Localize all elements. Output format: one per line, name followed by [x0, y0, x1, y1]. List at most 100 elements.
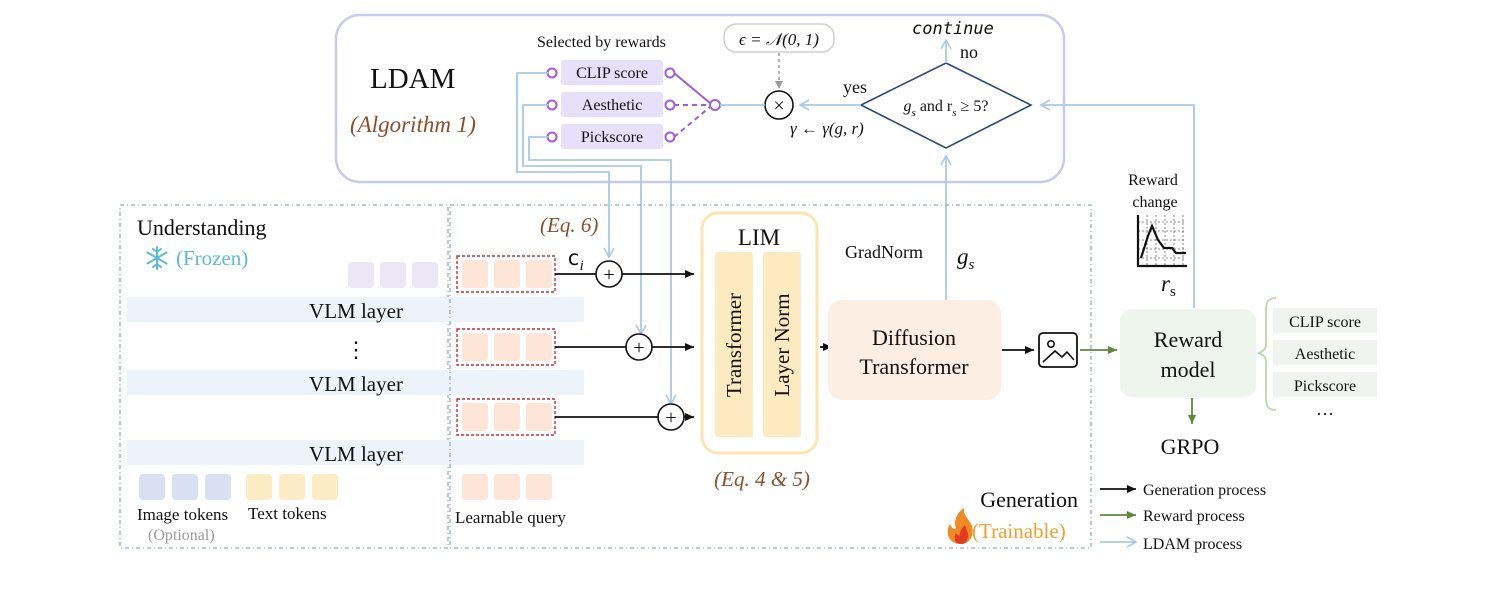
query-token [526, 474, 552, 500]
adder-symbol: + [603, 264, 614, 286]
vlm-layer-bar [127, 440, 584, 465]
ldam-reward-chip-aesthetic [561, 92, 663, 117]
gamma-update-label: γ ← γ(g, r) [790, 119, 864, 138]
learnable-query-group-3 [456, 398, 556, 436]
ldam-reward-chip-pickscore [561, 124, 663, 149]
vlm-layer-label: VLM layer [309, 442, 403, 466]
selected-by-rewards-label: Selected by rewards [537, 34, 666, 51]
image-icon [1038, 332, 1078, 368]
token-placeholder [412, 262, 438, 288]
ldam-module: LDAM (Algorithm 1) Selected by rewards C… [334, 13, 1066, 184]
lim-layernorm-block [763, 252, 801, 437]
generation-panel: (Eq. 6) ci Learnable query + [449, 204, 1092, 549]
reward-chart-icon [1136, 215, 1187, 268]
text-token [312, 474, 338, 500]
vlm-layer-label: VLM layer [309, 372, 403, 396]
reward-item-pickscore-label: Pickscore [1294, 378, 1356, 395]
ldam-reward-chip-clip [561, 60, 663, 85]
flame-icon [947, 508, 973, 544]
reward-item-clip-label: CLIP score [1289, 314, 1361, 331]
understanding-panel: Understanding (Frozen) VLM layer ⋮ VLM l… [119, 204, 584, 549]
reward-selector-switch [546, 67, 721, 143]
query-token [462, 474, 488, 500]
lim-layernorm-label: Layer Norm [770, 293, 794, 396]
diffusion-transformer-box [828, 300, 1001, 400]
ldam-algorithm-ref: (Algorithm 1) [350, 112, 476, 137]
multiply-symbol: × [773, 95, 784, 117]
gs-label: gs [957, 244, 975, 273]
condition-label: gs and rs ≥ 5? [904, 98, 989, 119]
diffusion-transformer-line1: Diffusion [872, 325, 956, 350]
legend-generation-label: Generation process [1143, 482, 1266, 499]
reward-item-pickscore [1273, 372, 1377, 397]
vlm-layer-bar [127, 297, 584, 322]
learnable-query-label: Learnable query [455, 508, 566, 527]
continue-label: continue [912, 19, 994, 39]
learnable-query-group-1 [456, 255, 556, 293]
token-placeholder [380, 262, 406, 288]
epsilon-noise-label: ϵ = 𝒩(0, 1) [739, 30, 819, 49]
ldam-box [334, 13, 1066, 184]
vlm-layer-bar [127, 370, 584, 395]
condition-diamond [859, 62, 1033, 149]
query-token [462, 403, 488, 431]
query-token [462, 333, 488, 361]
eq45-label: (Eq. 4 & 5) [714, 467, 810, 491]
no-label: no [960, 42, 978, 62]
generation-process-arrows [555, 270, 1034, 421]
ldam-reward-chip-clip-label: CLIP score [576, 65, 648, 82]
generation-box [449, 204, 1092, 549]
ldam-reward-chip-aesthetic-label: Aesthetic [582, 97, 642, 114]
reward-section: Reward change rs Reward model [1080, 172, 1377, 459]
image-tokens-optional: (Optional) [148, 527, 215, 544]
vlm-layer-ellipsis: ⋮ [345, 337, 367, 362]
eq6-label: (Eq. 6) [540, 213, 598, 237]
legend-ldam-label: LDAM process [1143, 536, 1242, 553]
gradnorm-label: GradNorm [845, 242, 923, 262]
vlm-layer-label: VLM layer [309, 299, 403, 323]
grpo-label: GRPO [1161, 434, 1220, 459]
epsilon-noise-box [723, 23, 835, 53]
adder-symbol: + [665, 407, 676, 429]
snowflake-icon [146, 246, 168, 270]
text-tokens-label: Text tokens [248, 504, 327, 523]
image-token [205, 474, 231, 500]
query-token [526, 403, 552, 431]
query-token [494, 333, 520, 361]
query-token [526, 333, 552, 361]
token-placeholder [348, 262, 374, 288]
legend: Generation process Reward process LDAM p… [1100, 482, 1266, 553]
query-token [462, 260, 488, 288]
query-token [494, 474, 520, 500]
lim-transformer-label: Transformer [722, 293, 746, 397]
image-tokens-label: Image tokens [137, 505, 228, 524]
reward-model-line2: model [1161, 357, 1216, 382]
reward-item-clip [1273, 308, 1377, 333]
trainable-label: (Trainable) [972, 519, 1066, 543]
image-token [139, 474, 165, 500]
reward-item-aesthetic [1273, 340, 1377, 365]
reward-model-line1: Reward [1154, 327, 1222, 352]
reward-change-line1: Reward [1128, 172, 1178, 189]
query-token [494, 403, 520, 431]
query-token [526, 260, 552, 288]
lim-title: LIM [738, 225, 780, 250]
adder-symbol: + [633, 337, 644, 359]
image-token [172, 474, 198, 500]
ldam-title: LDAM [370, 63, 455, 95]
query-token [494, 260, 520, 288]
reward-item-more: … [1316, 399, 1334, 419]
reward-item-aesthetic-label: Aesthetic [1295, 346, 1355, 363]
learnable-query-group-2 [456, 328, 556, 366]
ci-label: ci [567, 246, 584, 274]
reward-change-line2: change [1132, 194, 1177, 211]
ldam-reward-chip-pickscore-label: Pickscore [581, 129, 643, 146]
reward-model-box [1120, 309, 1256, 397]
lim-transformer-block [715, 252, 753, 437]
frozen-label: (Frozen) [176, 246, 248, 270]
rs-label: rs [1161, 271, 1176, 300]
generation-title: Generation [980, 487, 1078, 512]
reward-list-brace [1257, 297, 1277, 411]
legend-reward-label: Reward process [1143, 508, 1245, 525]
